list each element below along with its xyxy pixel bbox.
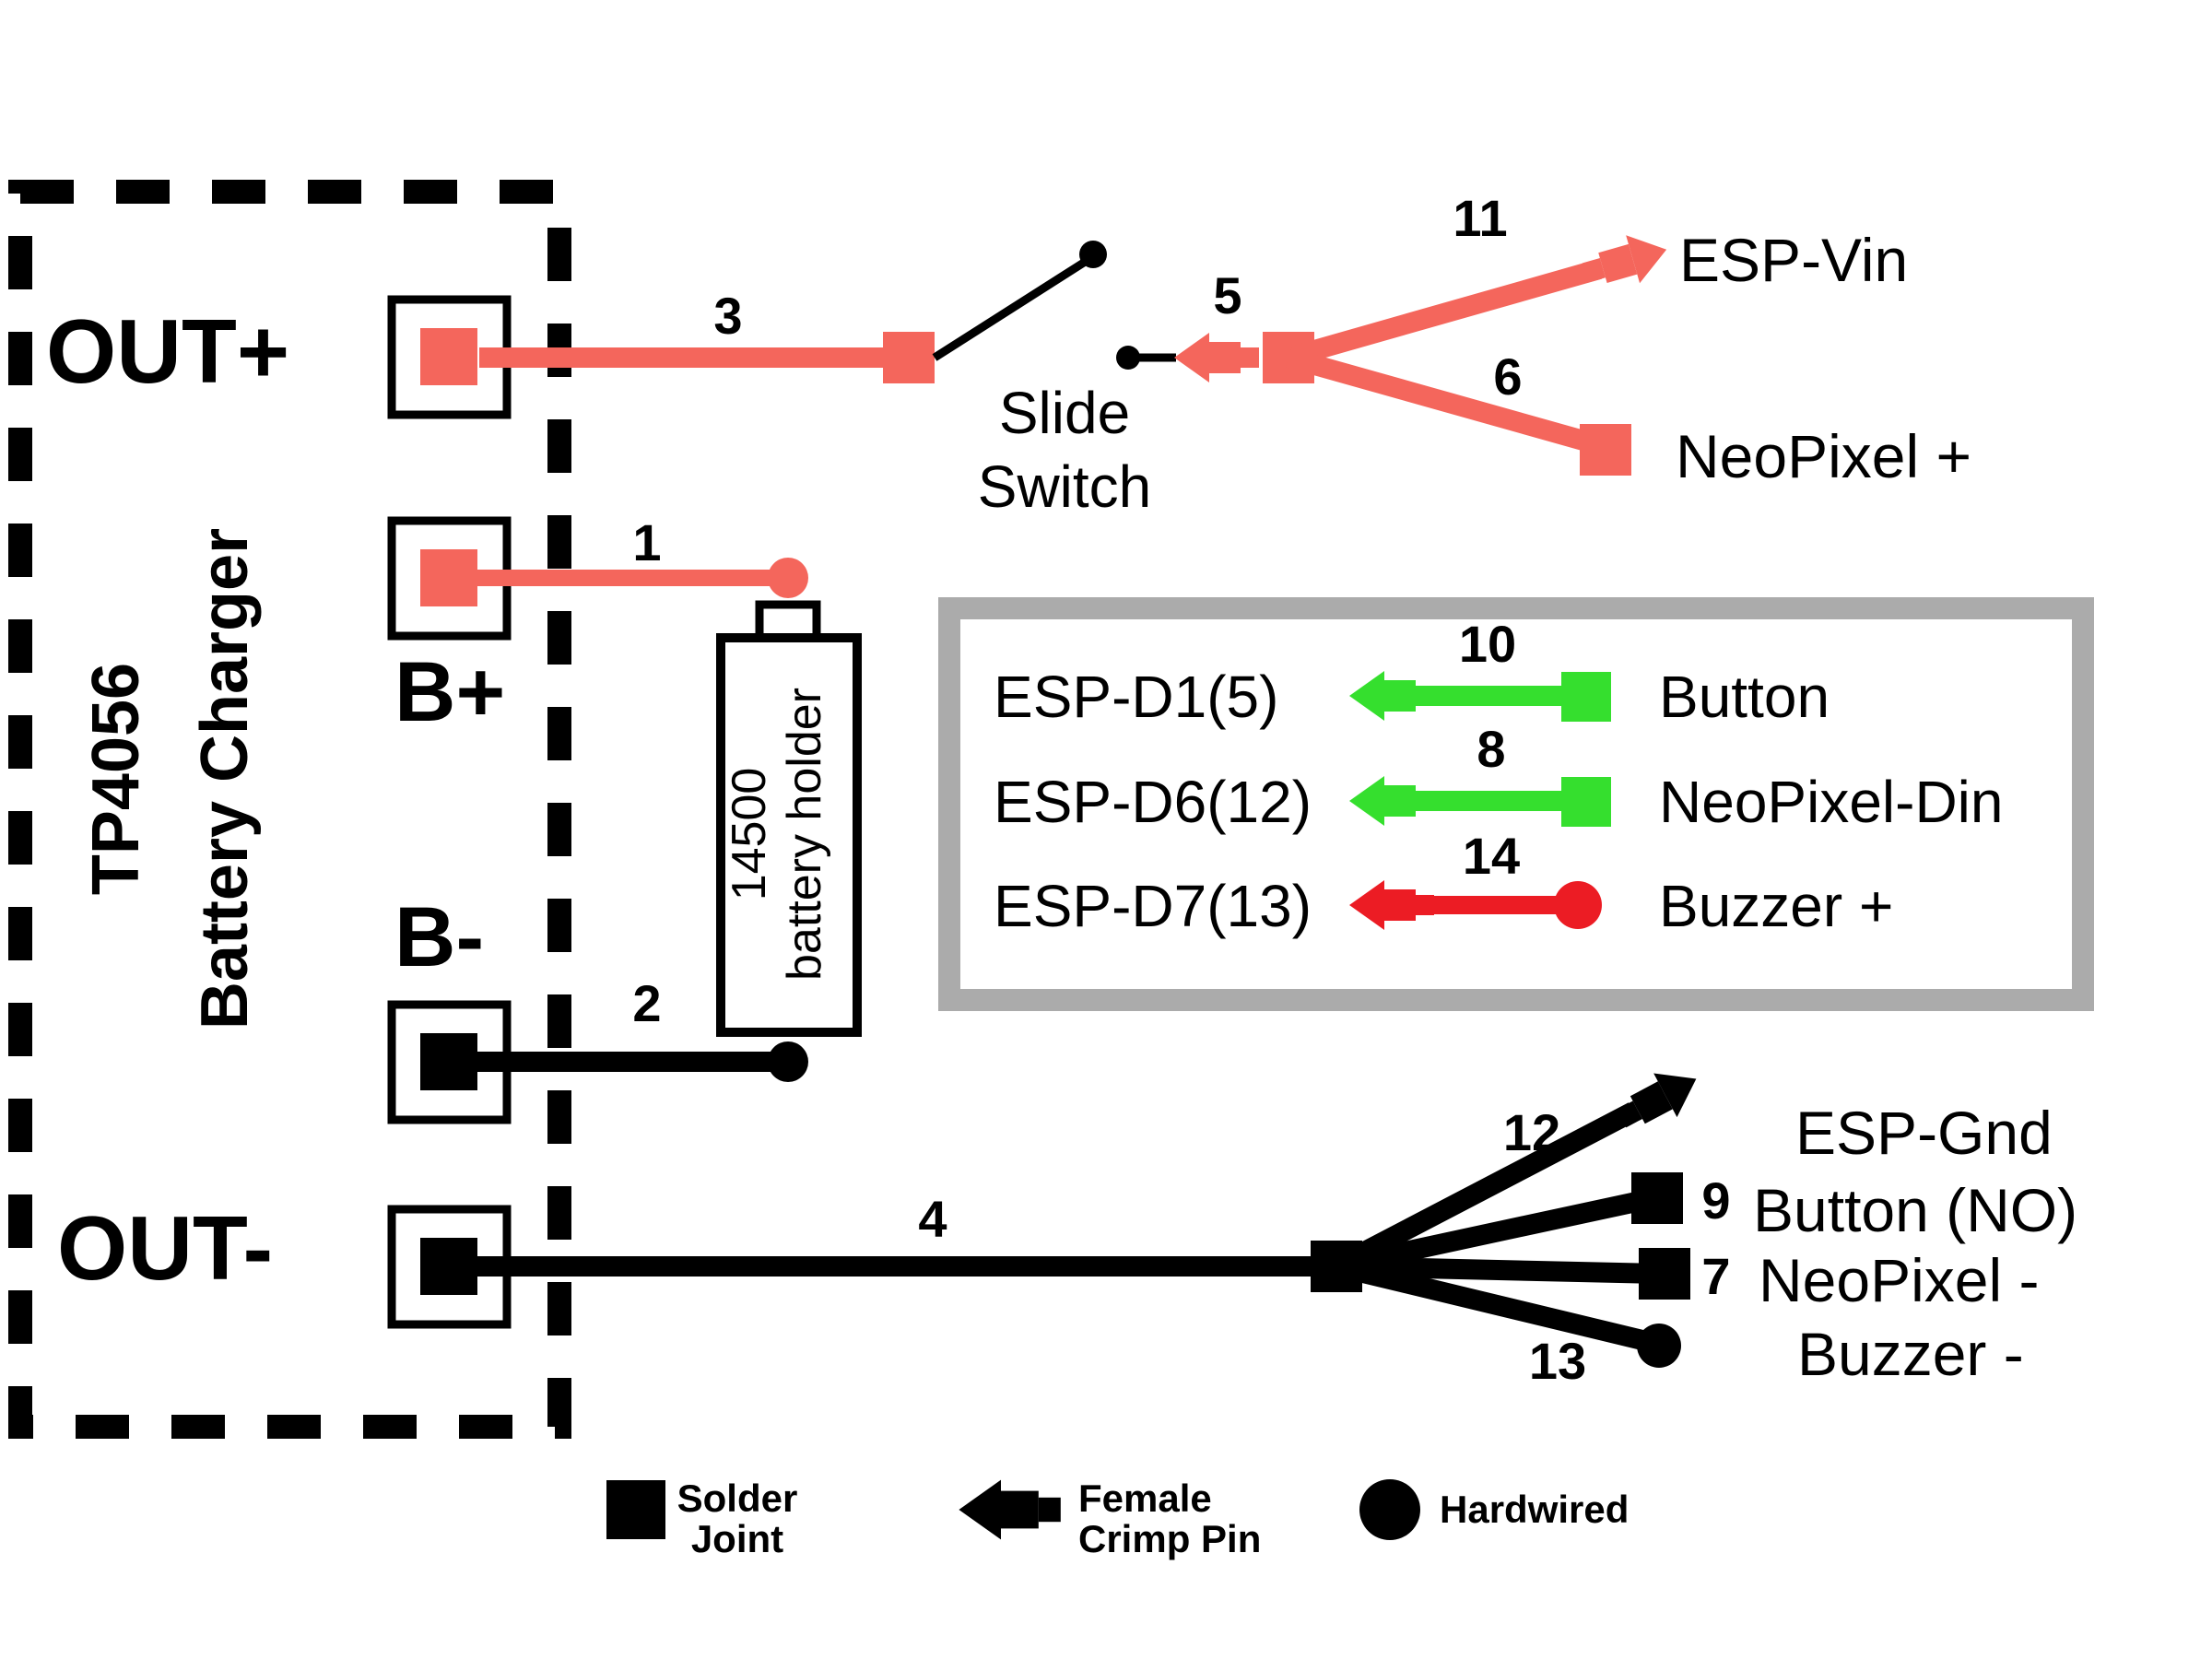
battery-holder (716, 633, 862, 1037)
dest-neopixel-minus: NeoPixel - (1759, 1246, 2039, 1314)
dest-neopixel-plus: NeoPixel + (1676, 422, 1971, 490)
label-out-minus: OUT- (57, 1197, 273, 1299)
female-crimp-pin-wire-5 (1174, 333, 1259, 382)
legend-solder-label-line1: Solder (677, 1477, 798, 1520)
solder-joint-b-minus (420, 1033, 477, 1090)
hardwired-joint-battery-minus (768, 1041, 808, 1082)
solder-joint-neopixel-plus (1580, 424, 1631, 476)
wire-9 (1334, 1188, 1656, 1277)
legend-solder-joint-icon (606, 1480, 665, 1539)
wire-9-label: 9 (1701, 1171, 1730, 1230)
solder-joint-wire-3 (883, 332, 935, 383)
switch-pole-contact (1116, 346, 1140, 370)
hardwired-joint-buzzer-minus (1637, 1324, 1681, 1368)
legend-solder-label-line2: Joint (691, 1517, 783, 1560)
solder-joint-neopixel-minus (1639, 1248, 1690, 1300)
label-b-plus: B+ (394, 645, 505, 739)
legend-crimp-label-line1: Female (1078, 1477, 1212, 1520)
wire-14-label: 14 (1463, 827, 1520, 885)
wire-13 (1334, 1256, 1653, 1352)
female-crimp-pin-esp-gnd (1609, 1056, 1709, 1141)
slide-switch-label-line1: Slide (999, 380, 1130, 446)
switch-lever (932, 255, 1092, 361)
solder-joint-out-minus (420, 1238, 477, 1295)
signal-row-3-pin: ESP-D7(13) (994, 873, 1312, 939)
dest-button-no: Button (NO) (1753, 1176, 2077, 1244)
wire-7 (1335, 1256, 1662, 1284)
dest-esp-vin: ESP-Vin (1679, 226, 1908, 294)
legend-female-crimp-pin-icon (959, 1479, 1061, 1540)
solder-joint-b-plus (420, 549, 477, 606)
label-out-plus: OUT+ (46, 300, 289, 402)
signal-row-1-pin: ESP-D1(5) (994, 664, 1278, 730)
wire-2-label: 2 (632, 974, 661, 1032)
signal-row-3-target: Buzzer + (1659, 873, 1893, 939)
charger-title-line1: TP4056 (79, 663, 153, 895)
signal-row-2-pin: ESP-D6(12) (994, 769, 1312, 835)
solder-joint-button-no (1631, 1172, 1683, 1224)
slide-switch-label-line2: Switch (978, 453, 1152, 520)
wire-3-label: 3 (713, 287, 742, 345)
legend-hardwired-label: Hardwired (1440, 1488, 1629, 1531)
wire-10-label: 10 (1459, 615, 1516, 673)
wire-6-label: 6 (1493, 347, 1522, 406)
wire-1-label: 1 (632, 513, 661, 571)
wire-5-label: 5 (1213, 266, 1241, 324)
wire-7-label: 7 (1701, 1247, 1730, 1305)
wire-12-label: 12 (1503, 1103, 1560, 1161)
charger-module-outline (8, 180, 571, 1439)
solder-joint-neopixel-din (1561, 777, 1611, 827)
wire-11 (1285, 259, 1603, 368)
signal-row-1-target: Button (1659, 664, 1830, 730)
legend-crimp-label-line2: Crimp Pin (1078, 1517, 1261, 1560)
dest-esp-gnd: ESP-Gnd (1795, 1099, 2053, 1167)
label-b-minus: B- (394, 890, 484, 984)
legend-hardwired-icon (1359, 1479, 1420, 1540)
switch-throw-contact (1079, 241, 1107, 268)
wire-4-label: 4 (918, 1190, 947, 1248)
dest-buzzer-minus: Buzzer - (1797, 1320, 2024, 1388)
wire-12 (1331, 1102, 1639, 1276)
hardwired-joint-battery-plus (768, 558, 808, 598)
battery-holder-label-line1: 14500 (723, 768, 776, 901)
charger-title-line2: Battery Charger (188, 528, 262, 1030)
signal-row-2-target: NeoPixel-Din (1659, 769, 2003, 835)
wire-13-label: 13 (1529, 1332, 1586, 1390)
wire-11-label: 11 (1453, 189, 1507, 247)
hardwired-joint-buzzer-plus (1554, 881, 1602, 929)
wire-6 (1286, 347, 1593, 453)
female-crimp-pin-esp-vin (1578, 225, 1674, 298)
wire-8-label: 8 (1477, 720, 1505, 778)
solder-joint-button-signal (1561, 672, 1611, 722)
solder-joint-out-plus (420, 328, 477, 385)
battery-holder-label-line2: battery holder (778, 688, 831, 981)
